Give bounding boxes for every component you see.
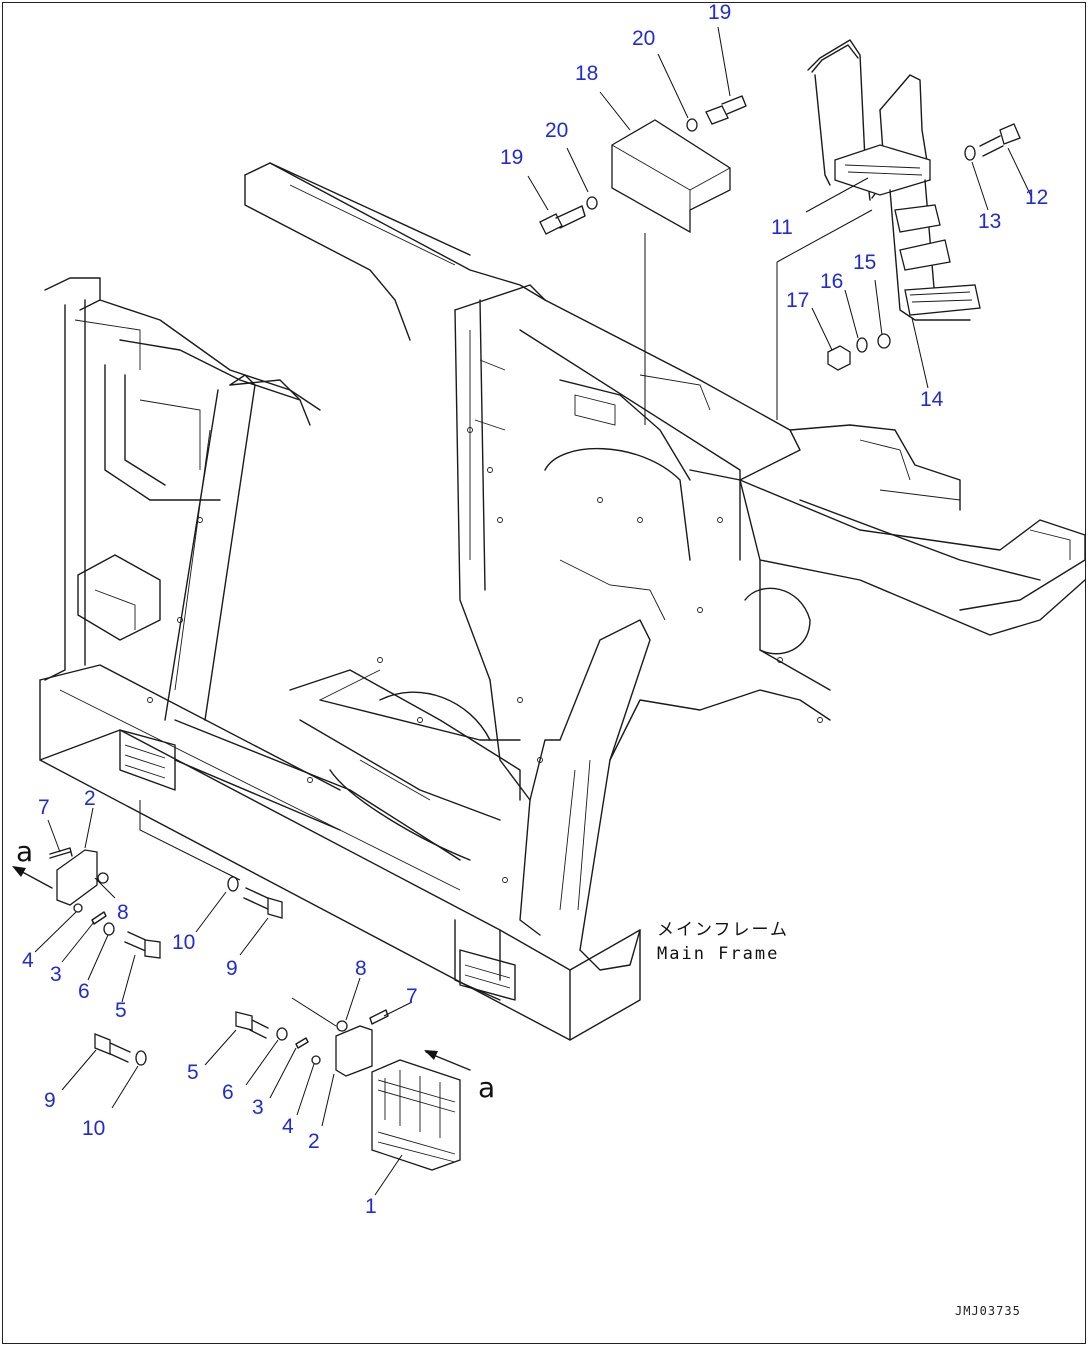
callout-12: 12: [1025, 186, 1049, 209]
callout-10-right: 10: [82, 1117, 106, 1140]
callout-7-left: 7: [38, 796, 50, 819]
callout-19-left: 19: [500, 146, 524, 169]
callout-16: 16: [820, 270, 844, 293]
view-mark-a-right: a: [478, 1071, 496, 1104]
callout-17: 17: [786, 289, 810, 312]
callout-6-left: 6: [78, 980, 90, 1003]
callout-14: 14: [920, 388, 944, 411]
callout-15: 15: [853, 251, 877, 274]
main-frame: [39, 162, 1086, 1041]
caption-english: Main Frame: [657, 944, 780, 964]
callout-2-left: 2: [84, 787, 96, 810]
callout-18: 18: [575, 62, 599, 85]
callout-19-top: 19: [708, 1, 732, 24]
callout-4-right: 4: [282, 1115, 294, 1138]
callout-2-right: 2: [308, 1130, 320, 1153]
callout-13: 13: [978, 210, 1002, 233]
callout-8-right: 8: [355, 957, 367, 980]
left-step-parts: [12, 847, 283, 959]
leader-lines: [34, 26, 1033, 1196]
callout-1: 1: [365, 1195, 377, 1218]
callout-5-left: 5: [115, 999, 127, 1022]
callout-8-left: 8: [117, 901, 129, 924]
caption-japanese: メインフレーム: [657, 920, 789, 940]
view-mark-a-left: a: [16, 835, 34, 868]
right-step-parts: [94, 1009, 471, 1171]
callout-11: 11: [771, 216, 793, 239]
callout-6-right: 6: [222, 1081, 234, 1104]
callout-9-right: 9: [44, 1089, 56, 1112]
cover-part-18: [611, 119, 731, 234]
drawing-code: JMJ03735: [955, 1304, 1021, 1318]
callout-9-left: 9: [226, 957, 238, 980]
callout-20-top: 20: [632, 27, 656, 50]
callout-4-left: 4: [22, 949, 34, 972]
callout-7-right: 7: [406, 985, 418, 1008]
callout-20-left: 20: [545, 119, 569, 142]
callout-5-right: 5: [187, 1061, 199, 1084]
callout-10-left: 10: [172, 931, 196, 954]
cover-bolts: [539, 95, 747, 235]
callout-3-right: 3: [252, 1096, 264, 1119]
ladder-assembly: [807, 39, 1021, 371]
callout-3-left: 3: [50, 963, 62, 986]
